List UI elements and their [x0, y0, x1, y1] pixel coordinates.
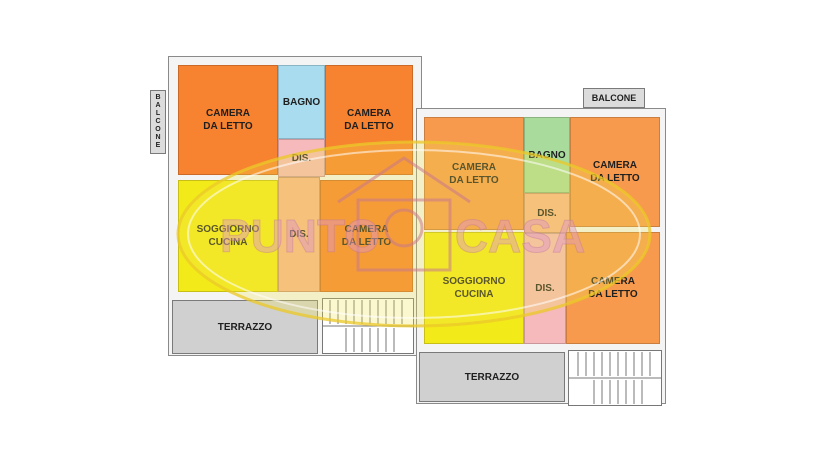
right-dis-2-label: DIS.	[535, 283, 555, 294]
right-bagno: BAGNO	[524, 117, 570, 193]
right-camera-1-label: CAMERA DA LETTO	[449, 161, 499, 186]
left-dis-2-label: DIS.	[289, 229, 309, 240]
right-soggiorno: SOGGIORNO CUCINA	[424, 232, 524, 344]
right-dis-2: DIS.	[524, 233, 566, 344]
left-dis-2: DIS.	[278, 177, 320, 292]
right-balcone-label: BALCONE	[591, 92, 637, 103]
right-camera-3-label: CAMERA DA LETTO	[588, 276, 638, 300]
right-camera-2: CAMERA DA LETTO	[570, 117, 660, 227]
left-dis-1: DIS.	[278, 139, 325, 177]
left-balcone-label: BALCONE	[155, 94, 161, 149]
left-soggiorno-label: SOGGIORNO CUCINA	[196, 224, 260, 248]
left-camera-2: CAMERA DA LETTO	[325, 65, 413, 175]
right-camera-3: CAMERA DA LETTO	[566, 232, 660, 344]
left-dis-1-label: DIS.	[291, 152, 312, 164]
right-stairs	[568, 350, 662, 406]
left-camera-3-label: CAMERA DA LETTO	[341, 224, 392, 248]
right-dis-1: DIS.	[524, 193, 570, 233]
right-camera-1: CAMERA DA LETTO	[424, 117, 524, 230]
left-terrazzo-label: TERRAZZO	[217, 321, 273, 333]
left-soggiorno: SOGGIORNO CUCINA	[178, 180, 278, 292]
left-camera-1: CAMERA DA LETTO	[178, 65, 278, 175]
left-camera-1-label: CAMERA DA LETTO	[203, 108, 253, 132]
left-camera-2-label: CAMERA DA LETTO	[344, 108, 394, 132]
right-soggiorno-label: SOGGIORNO CUCINA	[442, 276, 506, 300]
left-stairs	[322, 298, 414, 354]
right-dis-1-label: DIS.	[537, 207, 557, 219]
left-balcone: BALCONE	[150, 90, 166, 154]
right-camera-2-label: CAMERA DA LETTO	[590, 160, 640, 184]
left-bagno-label: BAGNO	[282, 96, 321, 108]
right-bagno-label: BAGNO	[528, 149, 566, 161]
right-terrazzo: TERRAZZO	[419, 352, 565, 402]
right-balcone: BALCONE	[583, 88, 645, 108]
right-terrazzo-label: TERRAZZO	[464, 371, 520, 383]
left-terrazzo: TERRAZZO	[172, 300, 318, 354]
left-camera-3: CAMERA DA LETTO	[320, 180, 413, 292]
left-bagno: BAGNO	[278, 65, 325, 139]
